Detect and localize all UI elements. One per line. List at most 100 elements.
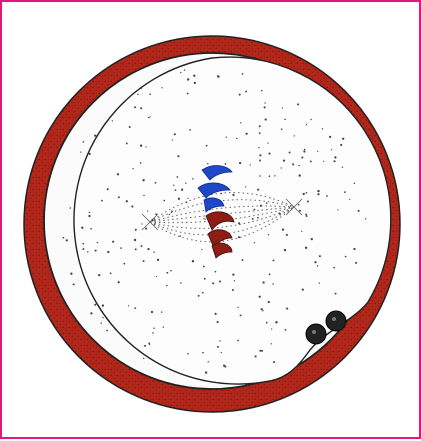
cytoplasm-granule: [187, 198, 188, 199]
cytoplasm-granule: [304, 149, 306, 151]
cytoplasm-granule: [319, 282, 320, 283]
cytoplasm-granule: [284, 249, 286, 251]
cytoplasm-granule: [358, 210, 360, 212]
cytoplasm-granule: [194, 82, 196, 84]
cytoplasm-granule: [307, 201, 309, 203]
cytoplasm-granule: [177, 155, 179, 157]
cytoplasm-granule: [94, 304, 96, 306]
cytoplasm-granule: [180, 235, 182, 237]
cytoplasm-granule: [217, 346, 219, 348]
cytoplasm-granule: [245, 133, 247, 135]
cytoplasm-granule: [232, 289, 234, 291]
cytoplasm-granule: [157, 259, 159, 261]
cytoplasm-granule: [129, 126, 131, 128]
cytoplasm-granule: [205, 371, 207, 373]
cytoplasm-granule: [161, 311, 162, 312]
cytoplasm-granule: [306, 215, 308, 217]
cytoplasm-granule: [298, 165, 300, 167]
cytoplasm-granule: [180, 72, 181, 73]
cytoplasm-granule: [217, 75, 219, 77]
cytoplasm-granule: [264, 106, 266, 108]
cytoplasm-granule: [147, 210, 148, 211]
cytoplasm-granule: [272, 283, 273, 284]
cytoplasm-granule: [340, 144, 342, 146]
cytoplasm-granule: [319, 255, 321, 257]
cytoplasm-granule: [221, 352, 222, 353]
cytoplasm-granule: [329, 136, 331, 138]
cytoplasm-granule: [355, 262, 357, 264]
cytoplasm-granule: [169, 214, 170, 215]
cytoplasm-granule: [261, 90, 263, 92]
cytoplasm-granule: [94, 134, 96, 136]
cytoplasm-granule: [281, 128, 283, 130]
cytoplasm-granule: [185, 183, 186, 184]
cytoplasm-granule: [134, 307, 136, 309]
cytoplasm-granule: [254, 242, 255, 243]
cytoplasm-granule: [286, 308, 288, 310]
cytoplasm-granule: [143, 195, 144, 196]
cytoplasm-granule: [301, 156, 303, 158]
cytoplasm-granule: [106, 330, 108, 332]
cytoplasm-granule: [259, 154, 261, 156]
cytoplasm-granule: [70, 273, 72, 275]
cytoplasm-granule: [140, 162, 142, 164]
cytoplasm-granule: [70, 207, 72, 209]
cytoplasm-granule: [259, 350, 261, 352]
cytoplasm-granule: [237, 307, 238, 308]
cytoplasm-granule: [342, 166, 343, 167]
cytoplasm-granule: [232, 194, 234, 196]
cytoplasm-granule: [202, 292, 204, 294]
cytoplasm-granule: [240, 314, 242, 316]
cytoplasm-granule: [126, 200, 128, 202]
cytoplasm-granule: [259, 160, 261, 162]
cytoplasm-granule: [226, 137, 227, 138]
cytoplasm-granule: [141, 223, 142, 224]
cytoplasm-granule: [294, 135, 295, 136]
cytoplasm-granule: [118, 196, 120, 198]
cytoplasm-granule: [198, 295, 200, 297]
cytoplasm-granule: [311, 238, 313, 240]
cytoplasm-granule: [73, 283, 75, 285]
cytoplasm-granule: [261, 350, 263, 352]
cytoplasm-granule: [345, 256, 347, 258]
cytoplasm-granule: [148, 117, 149, 118]
cytoplasm-granule: [219, 340, 220, 341]
cytoplasm-granule: [166, 285, 167, 286]
cytoplasm-granule: [90, 312, 92, 314]
cytoplasm-granule: [143, 260, 145, 262]
cytoplasm-granule: [102, 317, 103, 318]
cytoplasm-granule: [89, 153, 91, 155]
cytoplasm-granule: [161, 87, 162, 88]
cytoplasm-granule: [257, 189, 259, 191]
cytoplasm-granule: [215, 313, 217, 315]
cytoplasm-granule: [148, 342, 150, 344]
cytoplasm-granule: [137, 94, 138, 95]
cytoplasm-granule: [333, 267, 335, 269]
cytoplasm-granule: [306, 192, 308, 194]
cytoplasm-granule: [163, 326, 164, 327]
cytoplasm-granule: [202, 352, 204, 354]
cytoplasm-granule: [192, 178, 193, 179]
cytoplasm-granule: [271, 343, 272, 344]
cytoplasm-granule: [219, 280, 221, 282]
cytoplasm-granule: [238, 236, 240, 238]
cytoplasm-granule: [274, 175, 275, 176]
cytoplasm-granule: [187, 93, 189, 95]
cytoplasm-granule: [101, 200, 103, 202]
cytoplasm-granule: [215, 271, 217, 273]
cytoplasm-granule: [240, 122, 241, 123]
cytoplasm-granule: [134, 106, 136, 108]
cytoplasm-granule: [117, 173, 119, 175]
cytoplasm-granule: [88, 215, 90, 217]
cytoplasm-granule: [120, 247, 122, 249]
cytoplasm-granule: [252, 218, 254, 220]
cytoplasm-granule: [236, 138, 237, 139]
cytoplasm-granule: [170, 270, 172, 272]
cytoplasm-granule: [317, 265, 318, 266]
cytoplasm-granule: [262, 281, 264, 283]
cytoplasm-granule: [266, 202, 268, 204]
cytoplasm-granule: [322, 128, 323, 129]
cytoplasm-granule: [87, 251, 89, 253]
cytoplasm-granule: [145, 228, 147, 230]
cytoplasm-granule: [143, 358, 144, 359]
